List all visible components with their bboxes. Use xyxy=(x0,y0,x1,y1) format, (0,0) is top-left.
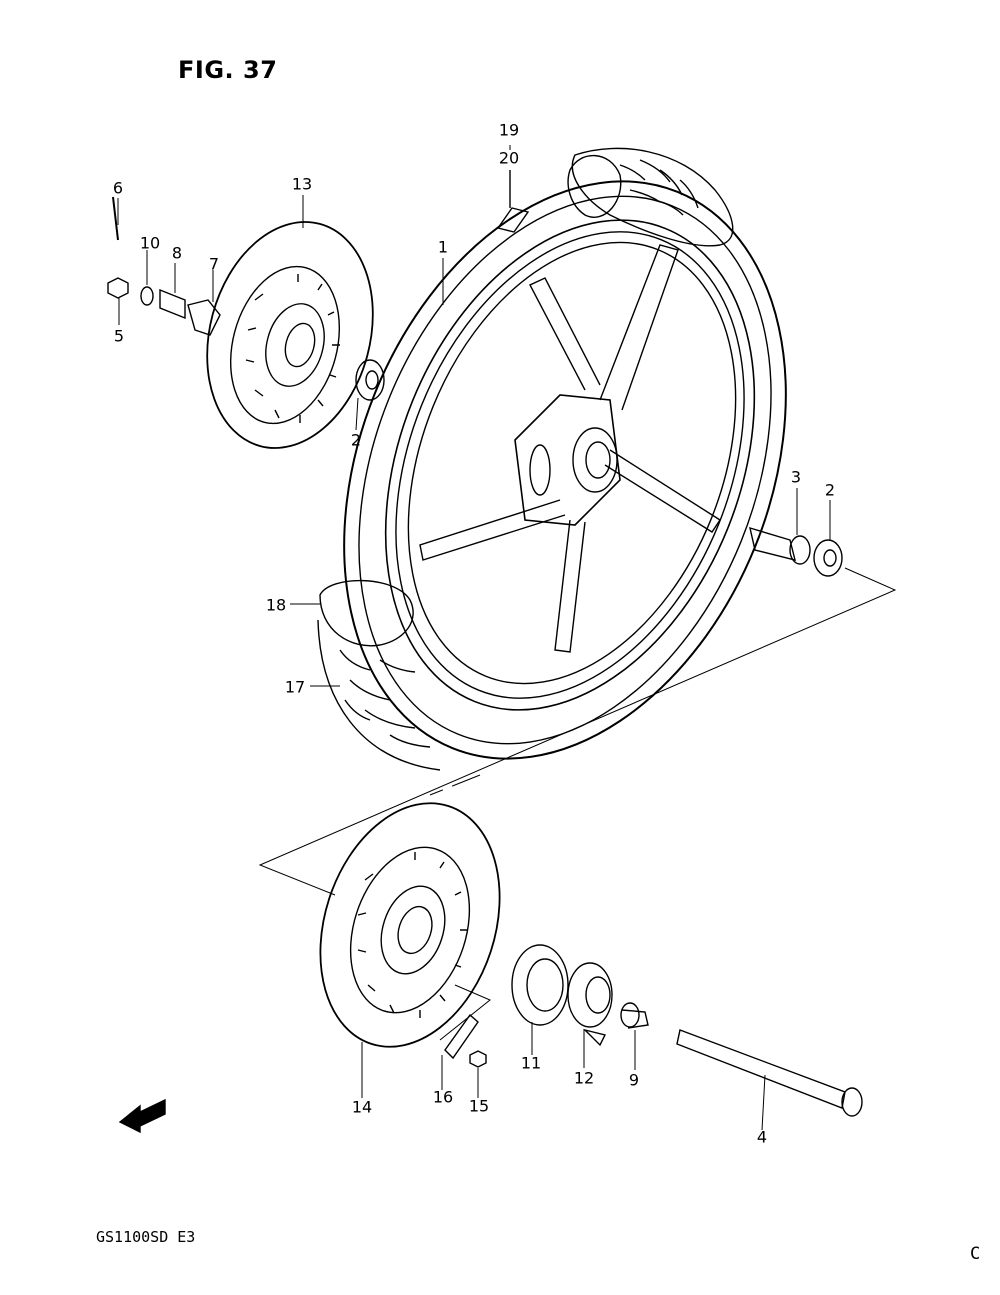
page-mark: C xyxy=(970,1244,981,1264)
callout-17: 17 xyxy=(284,677,306,697)
speedometer-parts xyxy=(511,944,649,1047)
callout-3: 3 xyxy=(790,467,802,487)
valve-stem xyxy=(496,170,530,233)
callout-20: 20 xyxy=(498,148,520,168)
callout-18: 18 xyxy=(265,595,287,615)
callout-7: 7 xyxy=(208,254,220,274)
callout-15: 15 xyxy=(468,1096,490,1116)
model-code: GS1100SD E3 xyxy=(96,1228,196,1246)
callout-10: 10 xyxy=(139,233,161,253)
figure-title: FIG. 37 xyxy=(178,56,278,84)
callout-16: 16 xyxy=(432,1087,454,1107)
callout-2-upper: 2 xyxy=(350,430,362,450)
wheel-assembly xyxy=(317,147,787,771)
bearing-upper xyxy=(355,359,385,401)
callout-5: 5 xyxy=(113,326,125,346)
callout-14: 14 xyxy=(351,1097,373,1117)
callout-2-right: 2 xyxy=(824,480,836,500)
front-axle xyxy=(676,1029,863,1117)
callout-19: 19 xyxy=(498,120,520,140)
brake-disc-lower xyxy=(319,802,501,1048)
callout-12: 12 xyxy=(573,1068,595,1088)
callout-11: 11 xyxy=(520,1053,542,1073)
leader-lines xyxy=(117,145,831,1131)
callout-1: 1 xyxy=(437,237,449,257)
brake-disc-upper xyxy=(206,221,374,449)
callout-8: 8 xyxy=(171,243,183,263)
axle-nut-parts xyxy=(107,196,221,336)
disc-bolt-plate xyxy=(444,1013,487,1068)
callout-13: 13 xyxy=(291,174,313,194)
fwd-arrow-icon xyxy=(118,1098,166,1134)
spacer-bearing-right xyxy=(749,526,843,577)
callout-6: 6 xyxy=(112,178,124,198)
callout-9: 9 xyxy=(628,1070,640,1090)
callout-4: 4 xyxy=(756,1127,768,1147)
